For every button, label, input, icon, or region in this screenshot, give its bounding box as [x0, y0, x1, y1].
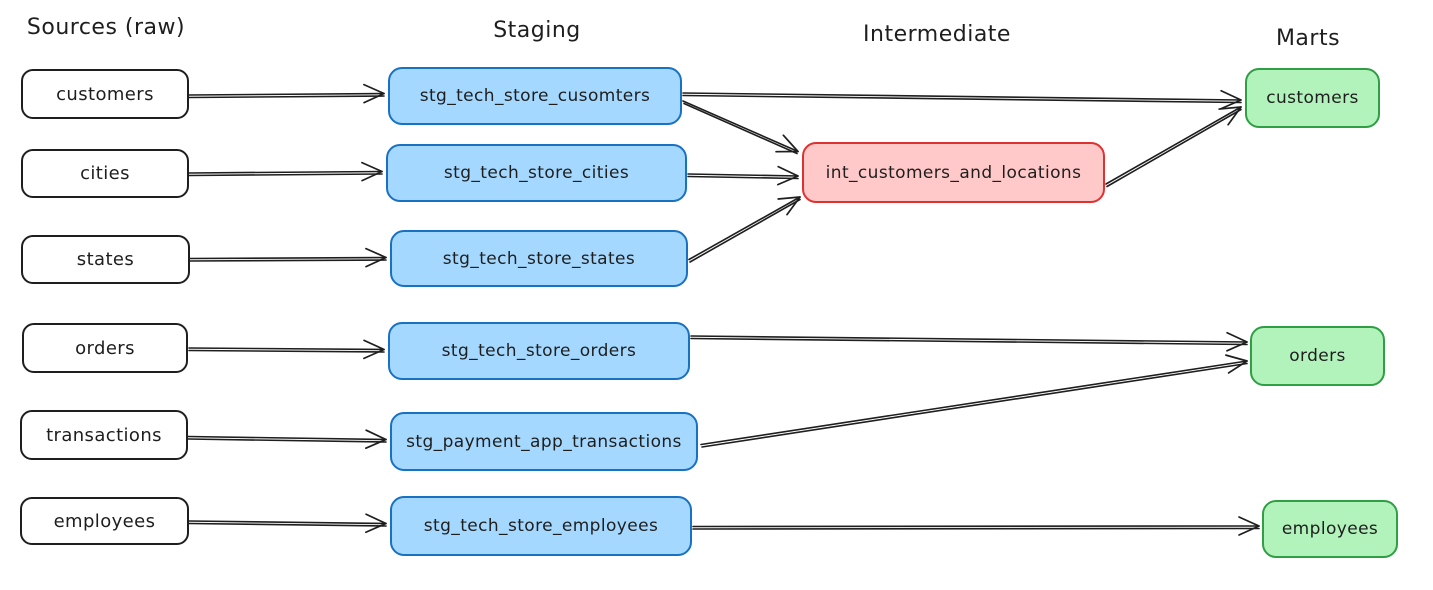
column-header-sources: Sources (raw) [26, 15, 186, 40]
node-src-employees[interactable]: employees [20, 497, 189, 545]
node-src-customers[interactable]: customers [21, 69, 189, 119]
node-stg-tech-store-orders[interactable]: stg_tech_store_orders [388, 322, 690, 380]
edge-stg-customers-to-int [682, 100, 798, 154]
edge-stg-customers-to-mart-customers [682, 93, 1241, 103]
node-src-states[interactable]: states [21, 235, 190, 284]
edge-src-employees-to-stg-employees [188, 521, 386, 526]
node-stg-tech-store-cities[interactable]: stg_tech_store_cities [386, 144, 687, 202]
edge-stg-transactions-to-mart-orders [700, 361, 1247, 448]
edge-stg-states-to-int [688, 197, 800, 263]
edge-stg-employees-to-mart-employees [692, 526, 1259, 529]
edge-src-cities-to-stg-cities [188, 172, 382, 176]
node-src-cities[interactable]: cities [21, 149, 189, 198]
edge-src-orders-to-stg-orders [188, 348, 384, 352]
node-stg-payment-app-transactions[interactable]: stg_payment_app_transactions [390, 412, 698, 471]
column-header-marts: Marts [1275, 26, 1341, 51]
node-stg-tech-store-employees[interactable]: stg_tech_store_employees [390, 496, 692, 556]
column-header-intermediate: Intermediate [863, 22, 1011, 47]
node-mart-employees[interactable]: employees [1262, 500, 1398, 558]
node-mart-orders[interactable]: orders [1250, 326, 1385, 386]
edge-src-transactions-to-stg-transactions [187, 437, 386, 443]
column-header-staging: Staging [493, 18, 581, 43]
node-src-transactions[interactable]: transactions [20, 410, 188, 460]
node-stg-tech-store-states[interactable]: stg_tech_store_states [390, 230, 688, 287]
edge-stg-orders-to-mart-orders [690, 336, 1247, 345]
node-int-customers-and-locations[interactable]: int_customers_and_locations [802, 142, 1105, 203]
edge-src-customers-to-stg-customers [188, 94, 384, 98]
node-src-orders[interactable]: orders [22, 323, 188, 373]
edge-stg-cities-to-int [687, 174, 798, 179]
node-mart-customers[interactable]: customers [1245, 68, 1380, 128]
edge-int-to-mart-customers [1105, 107, 1241, 188]
edge-src-states-to-stg-states [189, 258, 386, 262]
node-stg-tech-store-cusomters[interactable]: stg_tech_store_cusomters [388, 67, 682, 125]
